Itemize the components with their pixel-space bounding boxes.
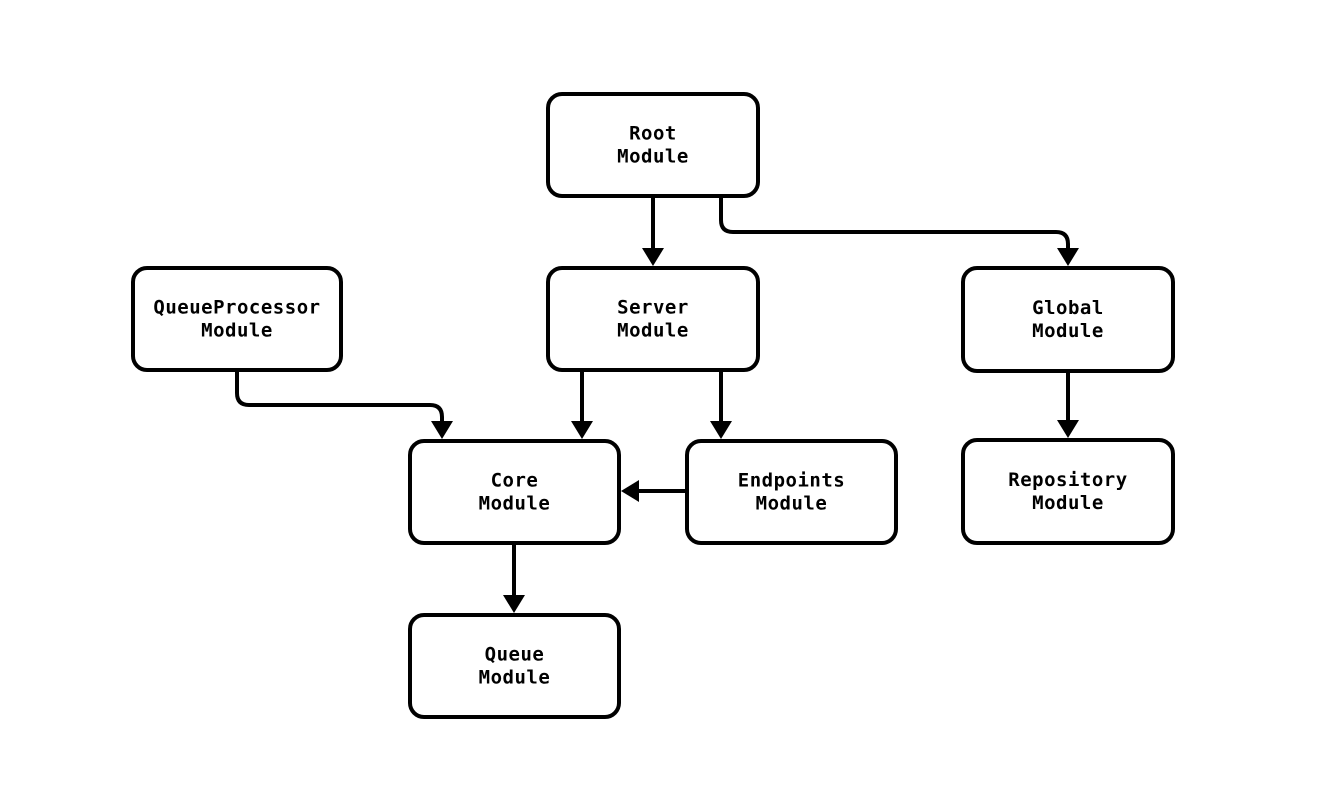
node-label-secondary: Module [617, 146, 689, 168]
arrowhead-icon [710, 421, 732, 439]
edge-line [719, 196, 1070, 254]
node-box[interactable] [546, 92, 760, 198]
edge-core-to-queue [503, 543, 525, 613]
node-label-secondary: Module [1032, 320, 1104, 342]
edge-root-to-server [642, 196, 664, 266]
arrowhead-icon [571, 421, 593, 439]
arrowhead-icon [642, 248, 664, 266]
edges-layer [235, 196, 1079, 613]
node-label-secondary: Module [1032, 492, 1104, 514]
node-box[interactable] [961, 438, 1175, 545]
node-box[interactable] [546, 266, 760, 372]
node-box[interactable] [408, 613, 621, 719]
edge-root-to-global [719, 196, 1079, 266]
node-label-primary: QueueProcessor [153, 297, 320, 319]
node-label-primary: Endpoints [738, 470, 845, 492]
node-label-secondary: Module [617, 320, 689, 342]
node-label-primary: Core [491, 470, 539, 492]
node-box[interactable] [408, 439, 621, 545]
nodes-layer: RootModuleQueueProcessorModuleServerModu… [131, 92, 1175, 719]
edge-server-to-endpoints [710, 370, 732, 439]
edge-global-to-repository [1057, 371, 1079, 438]
edge-server-to-core [571, 370, 593, 439]
node-label-primary: Server [617, 297, 689, 319]
node-label-secondary: Module [479, 493, 551, 515]
node-box[interactable] [131, 266, 343, 372]
edge-line [235, 370, 444, 427]
node-label-secondary: Module [479, 667, 551, 689]
node-label-primary: Queue [485, 644, 545, 666]
arrowhead-icon [503, 595, 525, 613]
arrowhead-icon [1057, 420, 1079, 438]
node-label-primary: Global [1032, 297, 1104, 319]
node-label-secondary: Module [756, 493, 828, 515]
edge-endpoints-to-core [621, 480, 687, 502]
edge-queueprocessor-to-core [235, 370, 453, 439]
node-label-primary: Repository [1008, 469, 1127, 491]
arrowhead-icon [621, 480, 639, 502]
node-label-secondary: Module [201, 320, 273, 342]
arrowhead-icon [1057, 248, 1079, 266]
node-box[interactable] [685, 439, 898, 545]
arrowhead-icon [431, 421, 453, 439]
node-box[interactable] [961, 266, 1175, 373]
node-label-primary: Root [629, 123, 677, 145]
